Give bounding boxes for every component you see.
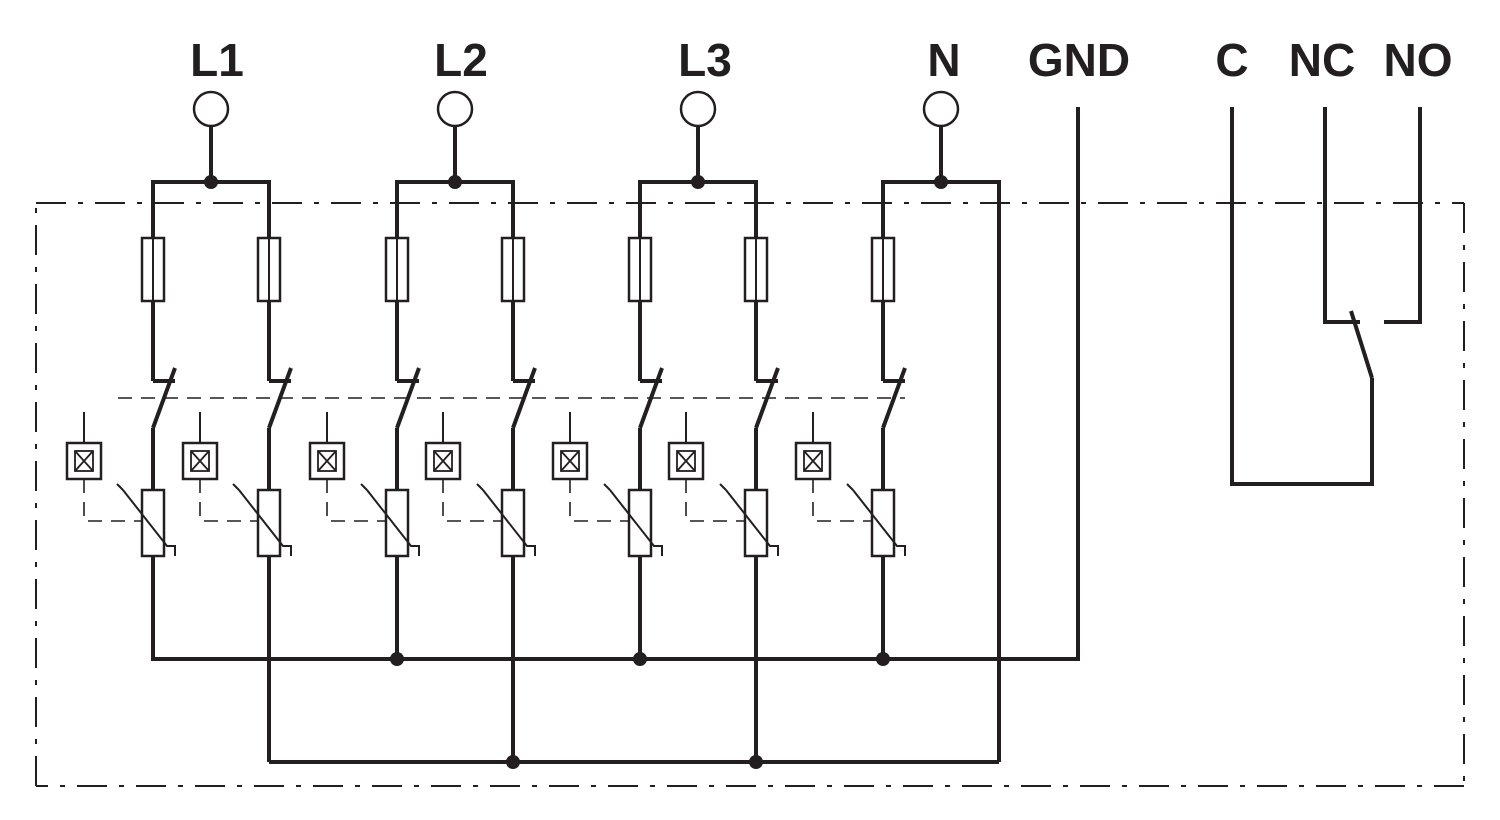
varistor-icon <box>719 483 779 558</box>
varistor-icon <box>846 483 906 558</box>
junction-dot-icon <box>691 175 705 189</box>
fuse-icon <box>500 236 526 303</box>
terminal-circle-icon <box>679 90 717 128</box>
status-indicator <box>181 412 258 522</box>
status-indicator <box>551 412 629 522</box>
status-indicator-icon <box>667 441 705 481</box>
branch <box>719 236 780 558</box>
status-indicator-icon <box>65 441 103 481</box>
branch <box>360 236 421 558</box>
status-indicators <box>65 412 872 522</box>
disconnect-switch-icon <box>638 367 664 429</box>
fuse-icon <box>627 236 653 303</box>
terminal-label-gnd: GND <box>1028 34 1130 86</box>
varistor-icon <box>116 483 176 558</box>
protection-branches <box>116 236 907 558</box>
junction-dots <box>204 175 948 769</box>
input-terminals <box>192 90 960 182</box>
terminal-label-l1: L1 <box>190 34 244 86</box>
fuse-icon <box>256 236 282 303</box>
enclosure-outline <box>35 202 1465 787</box>
terminal-label-l3: L3 <box>678 34 732 86</box>
disconnect-switch-icon <box>754 367 780 429</box>
junction-dot-icon <box>934 175 948 189</box>
junction-dot-icon <box>204 175 218 189</box>
terminal-circle-icon <box>192 90 230 128</box>
terminal-l2 <box>436 90 474 182</box>
varistor-icon <box>232 483 292 558</box>
terminal-n <box>922 90 960 182</box>
fuse-icon <box>384 236 410 303</box>
branch <box>603 236 664 558</box>
varistor-icon <box>476 483 536 558</box>
terminal-circle-icon <box>922 90 960 128</box>
status-indicator-icon <box>424 441 462 481</box>
disconnect-switch-icon <box>267 367 293 429</box>
status-indicator-icon <box>308 441 346 481</box>
varistor-icon <box>603 483 663 558</box>
branch <box>116 236 177 558</box>
junction-dot-icon <box>448 175 462 189</box>
status-indicator <box>667 412 745 522</box>
junction-dot-icon <box>506 755 520 769</box>
junction-dot-icon <box>749 755 763 769</box>
status-indicator-icon <box>551 441 589 481</box>
disconnect-switch-icon <box>511 367 537 429</box>
terminal-label-c: C <box>1215 34 1248 86</box>
ground-bus <box>151 107 1080 661</box>
branch <box>846 236 907 558</box>
changeover-contact-icon <box>1230 107 1422 486</box>
terminal-l1 <box>192 90 230 182</box>
terminal-label-no: NO <box>1384 34 1453 86</box>
varistor-icon <box>360 483 420 558</box>
fuse-icon <box>140 236 166 303</box>
terminal-circle-icon <box>436 90 474 128</box>
status-indicator-icon <box>794 441 832 481</box>
junction-dot-icon <box>876 652 890 666</box>
status-indicator <box>65 412 142 522</box>
terminal-label-nc: NC <box>1289 34 1355 86</box>
status-indicator <box>794 412 872 522</box>
fuse-icon <box>870 236 896 303</box>
disconnect-switch-icon <box>395 367 421 429</box>
neutral-bus <box>267 556 999 764</box>
branch <box>476 236 537 558</box>
status-indicator-icon <box>181 441 219 481</box>
terminal-label-n: N <box>927 34 960 86</box>
disconnect-switch-icon <box>881 367 907 429</box>
junction-dot-icon <box>390 652 404 666</box>
status-indicator <box>424 412 502 522</box>
status-indicator <box>308 412 386 522</box>
terminal-l3 <box>679 90 717 182</box>
terminal-label-l2: L2 <box>434 34 488 86</box>
disconnect-switch-icon <box>151 367 177 429</box>
fuse-icon <box>743 236 769 303</box>
junction-dot-icon <box>633 652 647 666</box>
branch <box>232 236 293 558</box>
